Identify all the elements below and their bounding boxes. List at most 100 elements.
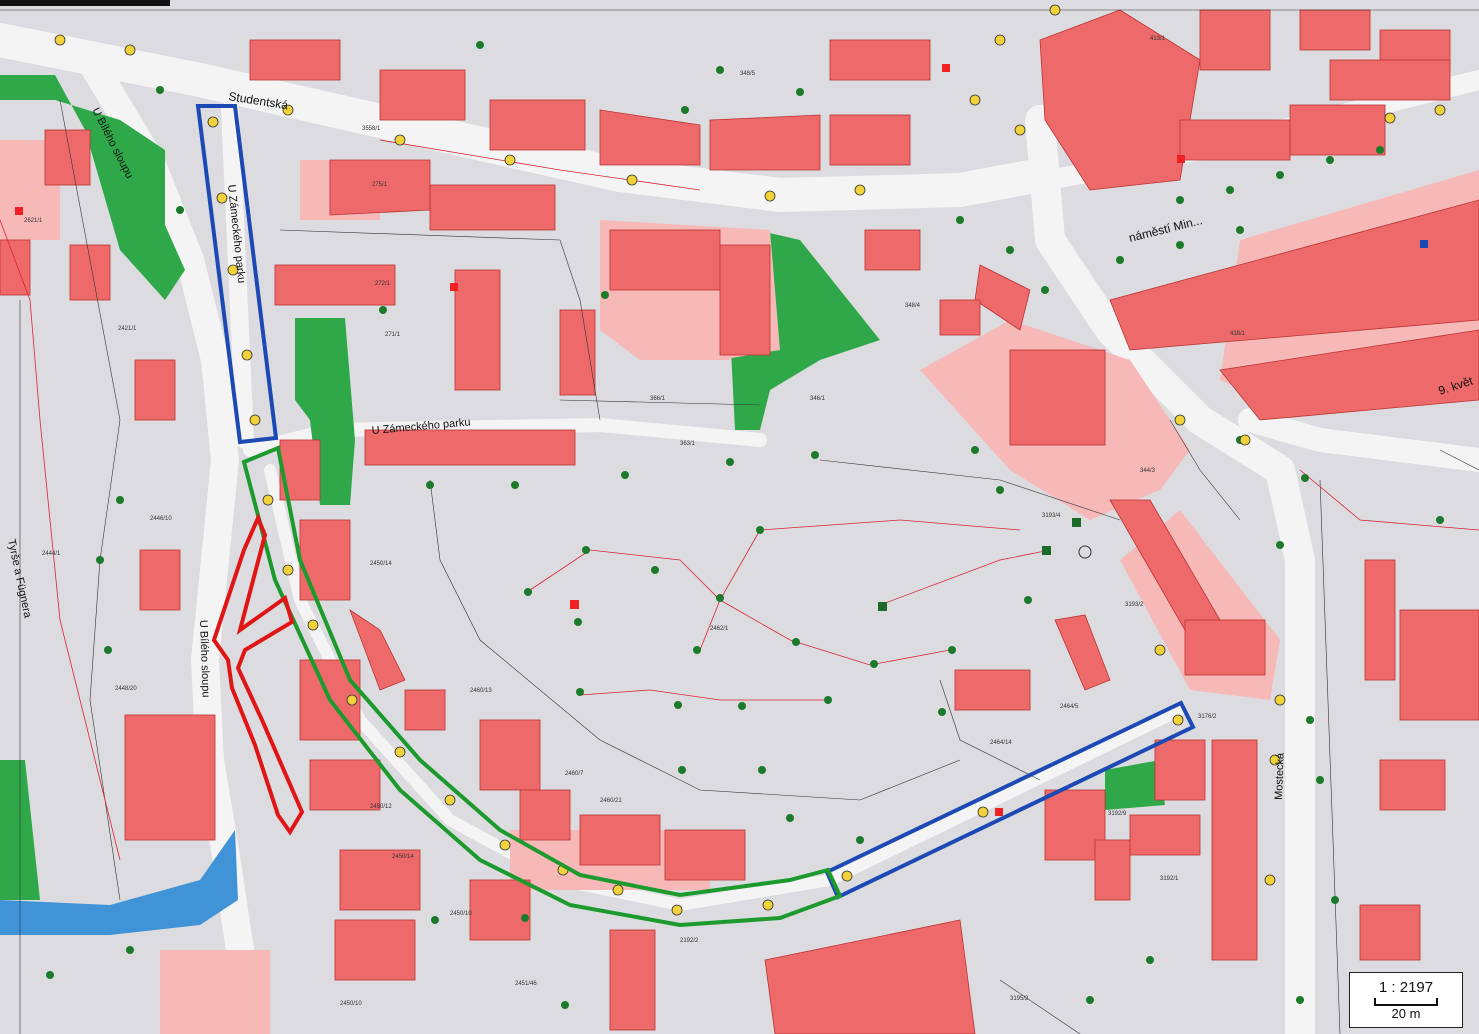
parcel-label: 2450/10	[340, 1001, 362, 1007]
tree-icon	[379, 306, 387, 314]
tree-icon	[726, 458, 734, 466]
tree-icon	[956, 216, 964, 224]
tree-icon	[1176, 241, 1184, 249]
tree-icon	[601, 291, 609, 299]
green-outline-path	[241, 445, 843, 928]
parcel-label: 413/1	[1150, 36, 1166, 42]
parcel-lines	[0, 9, 1479, 1034]
map-caption-bar	[0, 0, 170, 6]
marker-icon	[570, 600, 579, 609]
lamp-icon	[1239, 434, 1251, 446]
parcel-label: 2450/14	[392, 854, 414, 860]
tree-icon	[116, 496, 124, 504]
tree-icon	[1236, 226, 1244, 234]
tree-icon	[811, 451, 819, 459]
parcel-label: 3192/1	[1160, 876, 1179, 882]
tree-icon	[96, 556, 104, 564]
tree-icon	[1326, 156, 1334, 164]
lamp-icon	[241, 349, 253, 361]
marker-icon	[878, 602, 887, 611]
street-label-mostecka: Mostecká	[1273, 752, 1287, 800]
tree-icon	[716, 594, 724, 602]
blue-outline-north	[195, 104, 279, 445]
parcel-label: 3192/9	[1108, 811, 1127, 817]
tree-icon	[582, 546, 590, 554]
lamp-icon	[841, 870, 853, 882]
lamp-icon	[394, 746, 406, 758]
lamp-icon	[1014, 124, 1026, 136]
parcel-label: 348/5	[740, 71, 756, 77]
tree-icon	[1116, 256, 1124, 264]
tree-icon	[856, 836, 864, 844]
lamp-icon	[444, 794, 456, 806]
tree-icon	[576, 688, 584, 696]
tree-icon	[126, 946, 134, 954]
lamp-icon	[504, 154, 516, 166]
parcel-label: 2450/10	[450, 911, 472, 917]
tree-icon	[1146, 956, 1154, 964]
blue-outline-east	[824, 700, 1196, 900]
tree-icon	[870, 660, 878, 668]
parcel-label: 2464/14	[990, 740, 1012, 746]
tree-icon	[561, 1001, 569, 1009]
scale-length: 20 m	[1391, 1006, 1421, 1021]
lamp-icon	[612, 884, 624, 896]
lamp-icon	[1049, 4, 1061, 16]
tree-icon	[621, 471, 629, 479]
tree-icon	[1086, 996, 1094, 1004]
lamp-icon	[1269, 754, 1281, 766]
parcel-label: 2450/12	[370, 804, 392, 810]
tree-icon	[1296, 996, 1304, 1004]
parcel-label: 275/1	[372, 182, 388, 188]
tree-icon	[693, 646, 701, 654]
marker-icon	[450, 283, 458, 291]
marker-icon	[1072, 518, 1081, 527]
lamp-icon	[762, 899, 774, 911]
lamp-icon	[626, 174, 638, 186]
green-area-se	[1105, 760, 1165, 810]
parcel-label: 348/4	[905, 303, 921, 309]
parcel-label: 346/1	[810, 396, 826, 402]
tree-icon	[1176, 196, 1184, 204]
lamp-icon	[346, 694, 358, 706]
parcel-label: 2460/21	[600, 798, 622, 804]
lamp-icon	[1174, 414, 1186, 426]
tree-icon	[1276, 541, 1284, 549]
green-area-nw	[0, 75, 185, 300]
road-mostecka	[1025, 105, 1315, 1034]
parcel-label: 366/1	[650, 396, 666, 402]
lamp-icon	[124, 44, 136, 56]
parcel-label: 418/1	[1230, 331, 1246, 337]
tree-icon	[1331, 896, 1339, 904]
stream-water	[0, 830, 238, 935]
marker-icon	[995, 808, 1003, 816]
tree-icon	[521, 914, 529, 922]
tree-icon	[1436, 516, 1444, 524]
tree-icon	[1301, 474, 1309, 482]
tree-icon	[1226, 186, 1234, 194]
tree-icon	[156, 86, 164, 94]
lamp-icon	[969, 94, 981, 106]
tree-icon	[938, 708, 946, 716]
tree-icon	[176, 206, 184, 214]
lamp-icon	[1172, 714, 1184, 726]
lamp-icon	[282, 104, 294, 116]
lamp-icon	[1274, 694, 1286, 706]
parcel-label: 2421/1	[118, 326, 137, 332]
tree-icon	[678, 766, 686, 774]
tree-icon	[796, 88, 804, 96]
parcel-label: 2451/46	[515, 981, 537, 987]
lamp-icon	[54, 34, 66, 46]
parcel-label: 271/1	[385, 332, 401, 338]
tree-icon	[971, 446, 979, 454]
tree-icon	[674, 701, 682, 709]
tree-icon	[681, 106, 689, 114]
marker-icon	[1420, 240, 1428, 248]
tree-icon	[476, 41, 484, 49]
marker-icon	[1177, 155, 1185, 163]
parcel-label: 272/1	[375, 281, 391, 287]
parcel-labels: 2621/1 2421/1 2444/1 2446/10 2448/20 245…	[24, 36, 1246, 1007]
parcel-label: 2621/1	[24, 218, 43, 224]
